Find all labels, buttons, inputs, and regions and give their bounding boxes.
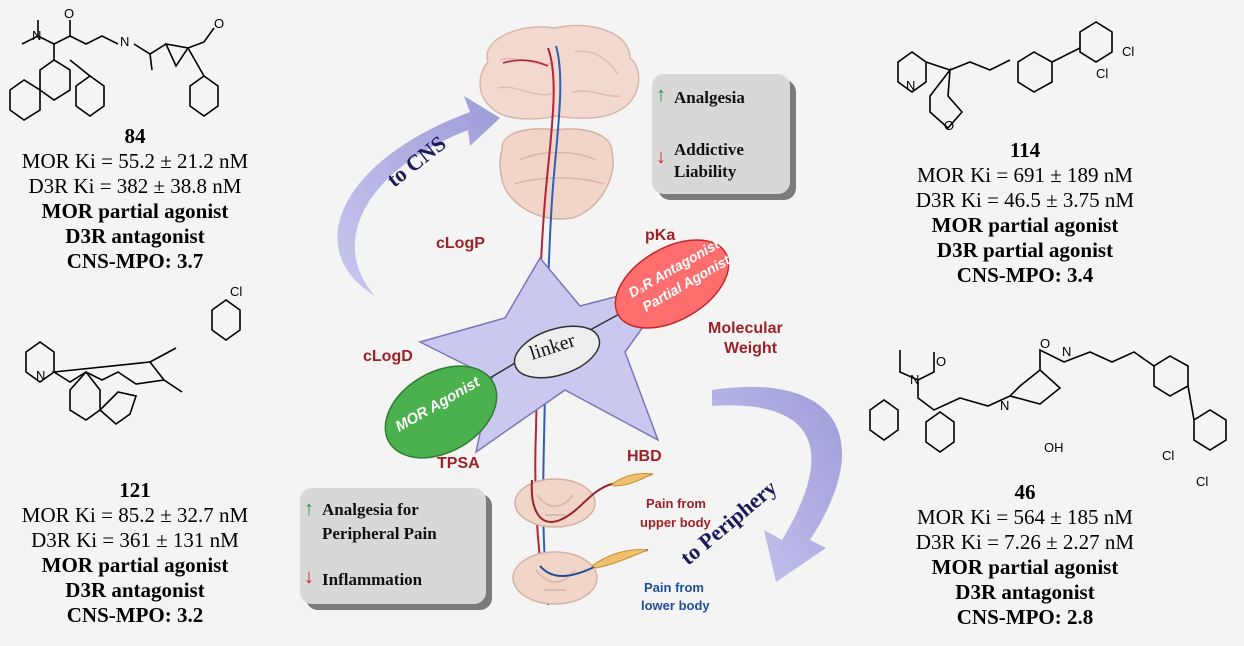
d3r-ki: D3R Ki = 361 ± 131 nM bbox=[31, 528, 239, 552]
spinal-cord-upper bbox=[514, 478, 596, 528]
atom-ome-84: O bbox=[214, 16, 224, 31]
atom-o-84: O bbox=[64, 6, 74, 21]
cns-mpo: CNS-MPO: 3.4 bbox=[956, 263, 1094, 287]
mor-ki: MOR Ki = 691 ± 189 nM bbox=[917, 163, 1133, 187]
mor-type: MOR partial agonist bbox=[41, 199, 229, 223]
atom-n2-46: N bbox=[1000, 398, 1009, 413]
to-cns-arrow: to CNS bbox=[337, 96, 500, 296]
atom-cl2-114: Cl bbox=[1096, 66, 1108, 81]
structure-46 bbox=[869, 348, 1227, 453]
brain-branch-red bbox=[502, 59, 549, 67]
param-clogp: cLogP bbox=[436, 235, 485, 252]
mor-type: MOR partial agonist bbox=[931, 555, 1119, 579]
pain-lower-2: lower body bbox=[641, 598, 710, 613]
d3r-type: D3R partial agonist bbox=[936, 238, 1114, 262]
d3r-antagonist-ellipse bbox=[614, 239, 730, 329]
compound-id: 84 bbox=[124, 124, 146, 148]
param-pka: pKa bbox=[645, 227, 675, 244]
cns-addictive: Addictive bbox=[674, 140, 744, 159]
upper-body-neuron bbox=[611, 473, 654, 487]
compound-id: 121 bbox=[119, 478, 151, 502]
periphery-effects-callout: ↑ Analgesia for Peripheral Pain ↓ Inflam… bbox=[300, 488, 486, 604]
d3r-ki: D3R Ki = 382 ± 38.8 nM bbox=[28, 174, 242, 198]
atom-n1-46: N bbox=[910, 372, 919, 387]
cns-mpo: CNS-MPO: 3.2 bbox=[66, 603, 204, 627]
param-clogd: cLogD bbox=[363, 348, 413, 365]
mor-ki: MOR Ki = 85.2 ± 32.7 nM bbox=[21, 503, 249, 527]
atom-nh-84: N bbox=[120, 34, 129, 49]
cns-mpo: CNS-MPO: 3.7 bbox=[66, 249, 204, 273]
structure-114 bbox=[897, 21, 1113, 130]
structure-121 bbox=[25, 299, 241, 426]
cns-effects-callout: ↑ Analgesia ↓ Addictive Liability bbox=[652, 74, 790, 194]
d3r-type: D3R antagonist bbox=[65, 224, 205, 248]
atom-n-121: N bbox=[36, 368, 45, 383]
pain-lower-1: Pain from bbox=[644, 580, 704, 595]
atom-o1-46: O bbox=[936, 354, 946, 369]
to-periphery-arrow: to Periphery bbox=[675, 386, 843, 582]
param-mw-2: Weight bbox=[724, 340, 778, 357]
d3r-ki: D3R Ki = 46.5 ± 3.75 nM bbox=[915, 188, 1135, 212]
periphery-inflammation: Inflammation bbox=[322, 570, 423, 589]
d3r-type: D3R antagonist bbox=[955, 580, 1095, 604]
structure-84 bbox=[9, 20, 219, 121]
down-arrow-icon: ↓ bbox=[656, 146, 666, 168]
spinal-cord-lower bbox=[512, 551, 598, 605]
d3r-type: D3R antagonist bbox=[65, 578, 205, 602]
brainstem-illustration bbox=[499, 128, 614, 220]
atom-cl1-46: Cl bbox=[1162, 448, 1174, 463]
up-arrow-icon: ↑ bbox=[304, 498, 314, 520]
periphery-analgesia-2: Peripheral Pain bbox=[322, 524, 437, 543]
param-hbd: HBD bbox=[627, 448, 662, 465]
linker-ellipse bbox=[513, 325, 601, 379]
cns-analgesia: Analgesia bbox=[674, 88, 745, 107]
compound-46-panel: 46 MOR Ki = 564 ± 185 nM D3R Ki = 7.26 ±… bbox=[880, 480, 1170, 630]
d3r-ki: D3R Ki = 7.26 ± 2.27 nM bbox=[915, 530, 1135, 554]
mor-type: MOR partial agonist bbox=[931, 213, 1119, 237]
param-tpsa: TPSA bbox=[437, 455, 480, 472]
atom-cl2-46: Cl bbox=[1196, 474, 1208, 489]
atom-nh-46: N bbox=[1062, 344, 1071, 359]
param-mw-1: Molecular bbox=[708, 320, 783, 337]
atom-o-114: O bbox=[944, 118, 954, 133]
mor-type: MOR partial agonist bbox=[41, 553, 229, 577]
compound-121-panel: 121 MOR Ki = 85.2 ± 32.7 nM D3R Ki = 361… bbox=[0, 478, 270, 628]
mor-ki: MOR Ki = 564 ± 185 nM bbox=[917, 505, 1133, 529]
up-arrow-icon: ↑ bbox=[656, 84, 666, 106]
pain-upper-1: Pain from bbox=[646, 496, 706, 511]
compound-id: 114 bbox=[1009, 138, 1041, 162]
atom-n-114: N bbox=[906, 78, 915, 93]
periphery-analgesia-1: Analgesia for bbox=[322, 500, 419, 519]
atom-cl-121: Cl bbox=[230, 284, 242, 299]
pain-upper-2: upper body bbox=[640, 515, 712, 530]
down-arrow-icon: ↓ bbox=[304, 566, 314, 588]
cns-liability: Liability bbox=[674, 162, 737, 181]
compound-84-panel: 84 MOR Ki = 55.2 ± 21.2 nM D3R Ki = 382 … bbox=[0, 124, 270, 274]
compound-id: 46 bbox=[1014, 480, 1036, 504]
cns-mpo: CNS-MPO: 2.8 bbox=[956, 605, 1094, 629]
compound-114-panel: 114 MOR Ki = 691 ± 189 nM D3R Ki = 46.5 … bbox=[880, 138, 1170, 288]
mor-agonist-ellipse bbox=[384, 365, 498, 459]
atom-oh-46: OH bbox=[1044, 440, 1064, 455]
mor-ki: MOR Ki = 55.2 ± 21.2 nM bbox=[21, 149, 249, 173]
atom-n-84: N bbox=[32, 28, 41, 43]
atom-o2-46: O bbox=[1040, 336, 1050, 351]
atom-cl1-114: Cl bbox=[1122, 44, 1134, 59]
lower-body-neuron bbox=[591, 549, 649, 569]
